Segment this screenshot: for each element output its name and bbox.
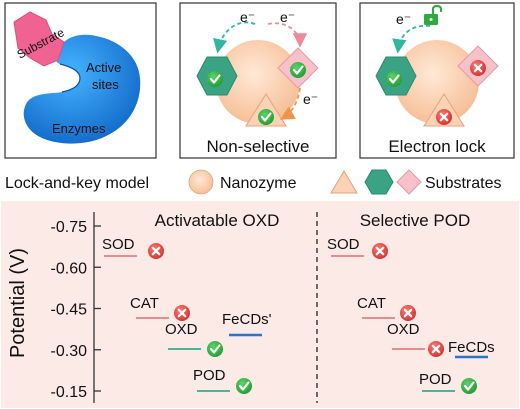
cross-icon: [370, 241, 390, 261]
nanozyme-sphere: [395, 40, 479, 124]
legend: Lock-and-key model Nanozyme Substrates: [5, 169, 501, 195]
level-label: CAT: [130, 295, 159, 312]
check-icon: [384, 69, 404, 89]
enzyme-panel: Substrate Active sites Enzymes: [4, 2, 157, 159]
cross-icon: [398, 303, 418, 323]
electron-label: e⁻: [280, 9, 295, 25]
level-label: SOD: [327, 236, 360, 253]
electron-arrow: [213, 21, 256, 54]
level-label: SOD: [102, 236, 135, 253]
lock-key-label: Lock-and-key model: [5, 175, 149, 192]
check-icon: [205, 339, 225, 359]
potential-panel: Potential (V) -0.75-0.60-0.45-0.30-0.15 …: [1, 201, 519, 408]
electron-label: e⁻: [303, 91, 318, 107]
non-selective-panel: e⁻ e⁻ e⁻ Non-selective: [179, 2, 337, 159]
y-axis-ticks: -0.75 -0.60 -0.45 -0.30 -0.15: [51, 219, 101, 401]
left-panel-title: Activatable OXD: [155, 211, 280, 230]
electron-label: e⁻: [396, 11, 411, 27]
y-tick-label: -0.30: [51, 343, 88, 360]
triangle-legend-swatch: [330, 170, 358, 194]
potential-panel-background: [1, 201, 519, 408]
level-label: OXD: [165, 321, 198, 338]
electron-lock-panel: e⁻ Electron lock: [359, 2, 515, 159]
potential-axis-label: Potential (V): [7, 248, 29, 358]
y-tick-label: -0.45: [51, 302, 88, 319]
check-icon: [205, 69, 225, 89]
hexagon-legend-swatch: [364, 169, 394, 195]
check-icon: [288, 60, 308, 80]
nanozyme-sphere: [216, 40, 300, 124]
diamond-legend-swatch: [396, 169, 422, 195]
non-selective-caption: Non-selective: [207, 137, 310, 156]
left-energy-levels: SOD CAT OXD FeCDs' POD: [102, 236, 272, 396]
level-label: FeCDs: [448, 339, 495, 356]
check-icon: [459, 376, 479, 396]
nanozyme-legend-swatch: [188, 169, 214, 195]
active-site-notch: [59, 63, 81, 93]
level-label: FeCDs': [222, 311, 272, 328]
right-energy-levels: SOD CAT OXD FeCDs POD: [327, 236, 495, 396]
check-icon: [234, 376, 254, 396]
substrates-label: Substrates: [425, 175, 501, 192]
electron-label: e⁻: [240, 9, 255, 25]
electron-arrow: [392, 24, 431, 54]
enzymes-label: Enzymes: [52, 121, 106, 136]
level-label: CAT: [357, 295, 386, 312]
substrate-shape: [13, 11, 65, 67]
active-sites-label-line1: Active: [86, 60, 121, 75]
cross-icon: [468, 58, 488, 78]
nanozyme-label: Nanozyme: [220, 175, 297, 192]
right-panel-title: Selective POD: [360, 211, 471, 230]
electron-arrow: [279, 87, 301, 120]
level-label: OXD: [387, 321, 420, 338]
y-tick-label: -0.60: [51, 260, 88, 277]
y-tick-label: -0.75: [51, 219, 88, 236]
electron-arrow: [267, 22, 308, 48]
unlock-icon: [424, 4, 443, 25]
level-label: POD: [193, 367, 226, 384]
cross-icon: [434, 107, 454, 127]
y-tick-label: -0.15: [51, 384, 88, 401]
check-icon: [256, 107, 276, 127]
cross-icon: [146, 241, 166, 261]
cross-icon: [172, 303, 192, 323]
enzyme-shape: [23, 34, 141, 144]
active-sites-label-line2: sites: [92, 77, 119, 92]
electron-lock-caption: Electron lock: [388, 137, 486, 156]
level-label: POD: [419, 371, 452, 388]
cross-icon: [426, 339, 446, 359]
